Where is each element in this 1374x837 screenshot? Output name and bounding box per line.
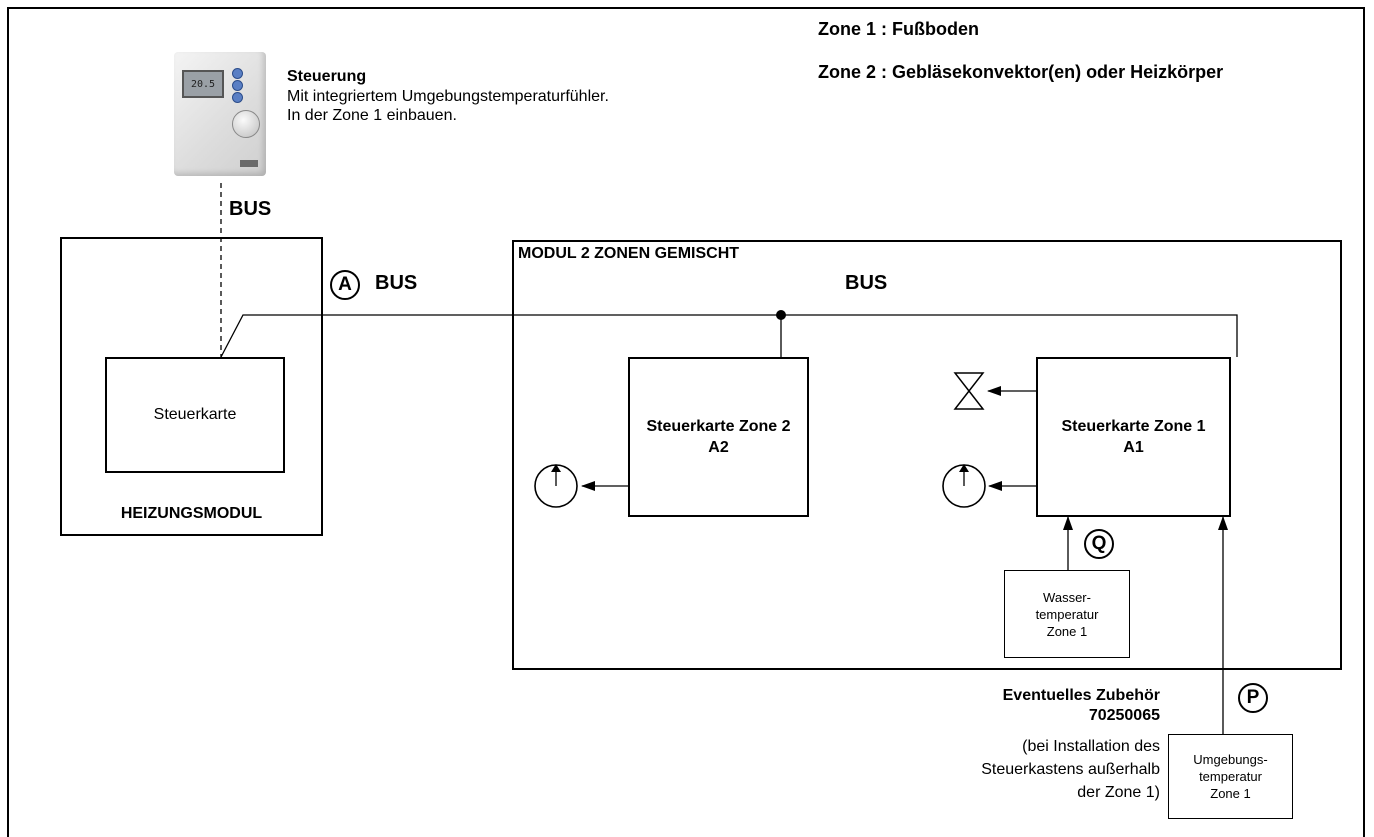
water-temp-line3: Zone 1	[1047, 623, 1087, 640]
control-card-zone1: Steuerkarte Zone 1 A1	[1036, 357, 1231, 517]
ambient-temp-line3: Zone 1	[1210, 785, 1250, 802]
bus-label-a: BUS	[375, 272, 417, 295]
control-card-zone1-label: Steuerkarte Zone 1	[1061, 416, 1205, 437]
zone1-label: Zone 1 : Fußboden	[818, 19, 979, 40]
marker-q: Q	[1084, 529, 1114, 559]
accessory-note-1: (bei Installation des	[1022, 738, 1160, 756]
control-card-zone1-id: A1	[1123, 437, 1143, 458]
marker-a: A	[330, 270, 360, 300]
accessory-note-2: Steuerkastens außerhalb	[981, 761, 1160, 779]
ambient-temp-line2: temperatur	[1199, 768, 1262, 785]
control-card-label: Steuerkarte	[154, 406, 237, 424]
control-card-zone2: Steuerkarte Zone 2 A2	[628, 357, 809, 517]
bus-label-module: BUS	[845, 272, 887, 295]
heating-module-title: HEIZUNGSMODUL	[60, 505, 323, 523]
accessory-note-3: der Zone 1)	[1077, 784, 1160, 802]
accessory-title: Eventuelles Zubehör	[1003, 687, 1160, 705]
ambient-temp-line1: Umgebungs-	[1193, 751, 1267, 768]
water-temp-line2: temperatur	[1036, 606, 1099, 623]
controller-desc-2: In der Zone 1 einbauen.	[287, 107, 457, 125]
control-card: Steuerkarte	[105, 357, 285, 473]
thermostat-icon: 20.5	[174, 52, 266, 176]
ambient-temp-sensor: Umgebungs- temperatur Zone 1	[1168, 734, 1293, 819]
mixed-module-title: MODUL 2 ZONEN GEMISCHT	[518, 245, 739, 263]
controller-desc-1: Mit integriertem Umgebungstemperaturfühl…	[287, 88, 609, 106]
control-card-zone2-label: Steuerkarte Zone 2	[646, 416, 790, 437]
control-card-zone2-id: A2	[708, 437, 728, 458]
zone2-label: Zone 2 : Gebläsekonvektor(en) oder Heizk…	[818, 62, 1223, 83]
marker-p: P	[1238, 683, 1268, 713]
thermostat-display: 20.5	[182, 70, 224, 98]
controller-title: Steuerung	[287, 68, 366, 86]
water-temp-line1: Wasser-	[1043, 589, 1091, 606]
water-temp-sensor: Wasser- temperatur Zone 1	[1004, 570, 1130, 658]
bus-label-thermostat: BUS	[229, 198, 271, 221]
accessory-number: 70250065	[1089, 707, 1160, 725]
